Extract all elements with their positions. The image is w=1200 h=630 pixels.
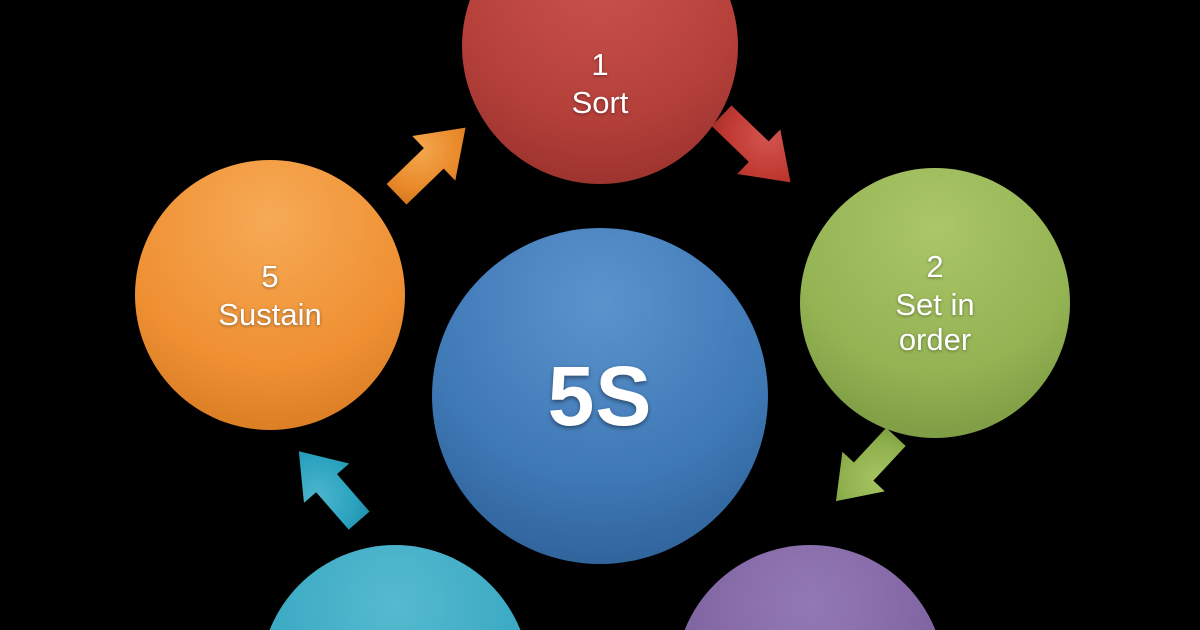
node-number: 1 [591,46,609,82]
node-label: Sustain [218,296,322,332]
node-label: Set in order [895,286,975,358]
node-circle-sort: 1 Sort [462,0,738,184]
center-circle-5s: 5S [432,228,768,564]
node-circle-bottom-left-partial [260,545,530,630]
arrow-previous-to-sustain-icon [276,432,382,541]
node-number: 5 [261,258,279,294]
node-circle-sustain: 5 Sustain [135,160,405,430]
node-circle-bottom-right-partial [675,545,945,630]
node-circle-set-in-order: 2 Set in order [800,168,1070,438]
node-number: 2 [926,248,944,284]
node-label: Sort [571,84,629,120]
arrow-sustain-to-sort-icon [375,105,487,216]
center-label: 5S [547,348,653,443]
